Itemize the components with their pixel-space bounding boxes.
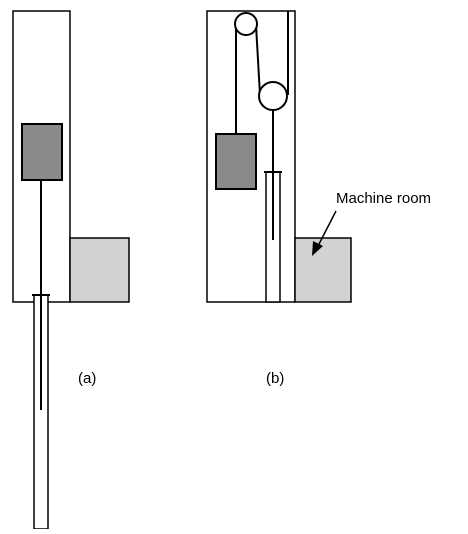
lower-sheave [258,81,288,111]
elevator-car-a [21,123,63,181]
machine-room-arrow-head [312,241,323,256]
diagram-b: (b) Machine room [206,10,431,387]
machine-room-b [294,237,352,303]
diagram-a: (a) [12,10,130,530]
label-b: (b) [266,370,284,387]
machine-room-arrow-shaft [317,210,337,247]
machine-room-a [69,237,130,303]
elevator-car-b [215,133,257,190]
top-sheave [234,12,258,36]
rope-top-to-lower-sheave [255,24,261,96]
label-a: (a) [78,370,96,387]
machine-room-label: Machine room [336,190,431,207]
